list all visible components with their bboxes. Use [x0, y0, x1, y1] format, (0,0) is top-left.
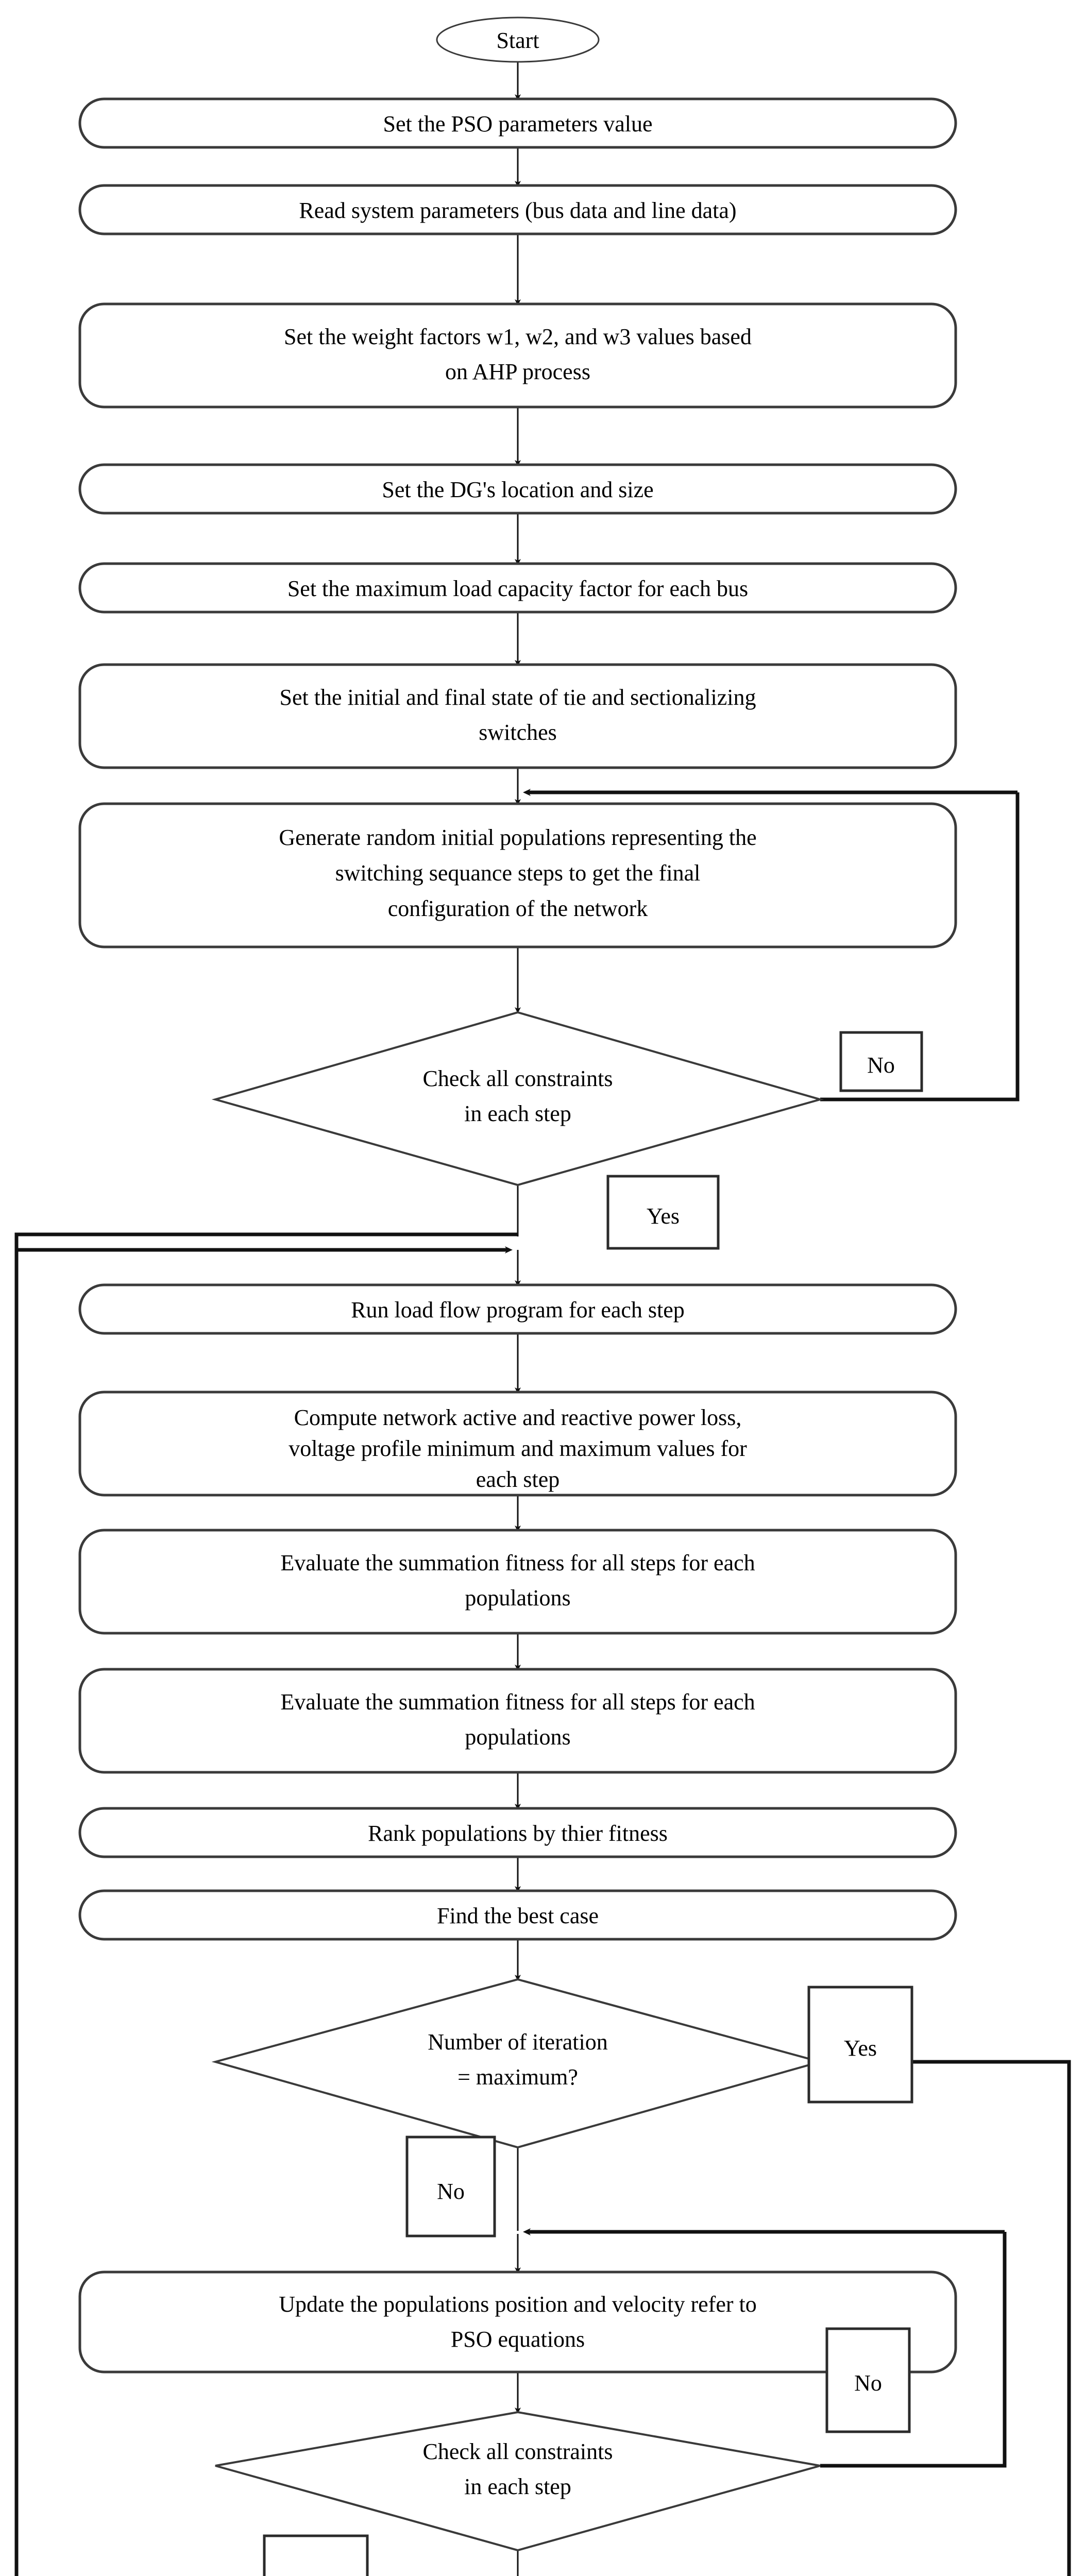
d2-yes-label: Yes: [844, 2036, 877, 2061]
n9-line-2: each step: [476, 1467, 560, 1492]
label-box: [606, 1175, 720, 1250]
decision-shape: [211, 1978, 824, 2149]
node-find-best-case[interactable]: Find the best case: [78, 1889, 957, 1941]
process-shape: [78, 1807, 957, 1858]
n7-line-0: Generate random initial populations repr…: [279, 825, 756, 850]
n11-line-1: populations: [465, 1724, 570, 1750]
process-shape: [78, 663, 957, 769]
n14-line-1: PSO equations: [451, 2327, 585, 2352]
label-box: [405, 2136, 496, 2238]
process-shape: [78, 802, 957, 948]
node-iteration-check[interactable]: Number of iteration = maximum?: [211, 1978, 824, 2149]
process-shape: [78, 1391, 957, 1497]
edge-label-d2-no: No: [405, 2136, 496, 2238]
edge-d3-no-rail: [820, 2232, 1007, 2468]
n9-line-0: Compute network active and reactive powe…: [294, 1405, 742, 1430]
edge-label-d3-yes: Yes: [263, 2534, 369, 2576]
n9-line-1: voltage profile minimum and maximum valu…: [289, 1436, 747, 1461]
n3-line-1: on AHP process: [445, 359, 590, 384]
edge-label-d1-yes: Yes: [606, 1175, 720, 1250]
n14-line-0: Update the populations position and velo…: [279, 2292, 756, 2317]
node-update-populations[interactable]: Update the populations position and velo…: [78, 2270, 957, 2374]
process-shape: [78, 1529, 957, 1635]
node-set-weight-factors[interactable]: Set the weight factors w1, w2, and w3 va…: [78, 302, 957, 409]
n2-line-0: Read system parameters (bus data and lin…: [299, 198, 736, 223]
d2-line-1: = maximum?: [457, 2064, 578, 2090]
node-read-system-parameters[interactable]: Read system parameters (bus data and lin…: [78, 184, 957, 235]
n4-line-0: Set the DG's location and size: [382, 477, 653, 502]
node-evaluate-fitness-1[interactable]: Evaluate the summation fitness for all s…: [78, 1529, 957, 1635]
d3-line-1: in each step: [464, 2474, 571, 2499]
n10-line-1: populations: [465, 1585, 570, 1611]
node-run-load-flow[interactable]: Run load flow program for each step: [78, 1283, 957, 1335]
d3-no-label: No: [854, 2370, 882, 2396]
n5-line-0: Set the maximum load capacity factor for…: [287, 576, 748, 601]
node-evaluate-fitness-2[interactable]: Evaluate the summation fitness for all s…: [78, 1668, 957, 1774]
node-set-max-load-capacity[interactable]: Set the maximum load capacity factor for…: [78, 562, 957, 614]
label-box: [839, 1031, 923, 1092]
d3-line-0: Check all constraints: [422, 2439, 613, 2464]
node-compute-network-losses[interactable]: Compute network active and reactive powe…: [78, 1391, 957, 1497]
node-rank-populations[interactable]: Rank populations by thier fitness: [78, 1807, 957, 1858]
d3-yes-label: Yes: [299, 2571, 332, 2576]
process-shape: [78, 463, 957, 515]
node-set-switch-states[interactable]: Set the initial and final state of tie a…: [78, 663, 957, 769]
n10-line-0: Evaluate the summation fitness for all s…: [280, 1550, 755, 1575]
n7-line-2: configuration of the network: [388, 896, 648, 921]
n1-line-0: Set the PSO parameters value: [383, 111, 653, 137]
node-set-pso-parameters[interactable]: Set the PSO parameters value: [78, 97, 957, 149]
process-shape: [78, 2270, 957, 2374]
label-box: [263, 2534, 369, 2576]
connectors: [14, 62, 1071, 2576]
d1-yes-label: Yes: [647, 1204, 680, 1229]
node-start[interactable]: Start: [436, 16, 600, 63]
d1-line-1: in each step: [464, 1101, 571, 1126]
decision-shape: [211, 1011, 824, 1187]
process-shape: [78, 302, 957, 409]
process-shape: [78, 562, 957, 614]
d2-line-0: Number of iteration: [428, 2029, 607, 2055]
d1-no-label: No: [867, 1053, 895, 1078]
edge-label-d2-yes: Yes: [807, 1986, 913, 2104]
edge-d1-yes-left: [14, 1232, 518, 1249]
n12-line-0: Rank populations by thier fitness: [368, 1821, 668, 1846]
start-label: Start: [496, 28, 539, 53]
n7-line-1: switching sequance steps to get the fina…: [335, 860, 701, 886]
process-shape: [78, 97, 957, 149]
process-shape: [78, 184, 957, 235]
edge-label-d3-no: No: [825, 2327, 911, 2433]
node-check-constraints-1[interactable]: Check all constraints in each step: [211, 1011, 824, 1187]
process-shape: [78, 1889, 957, 1941]
decision-shape: [215, 2411, 821, 2552]
d1-line-0: Check all constraints: [422, 1066, 613, 1091]
node-generate-initial-populations[interactable]: Generate random initial populations repr…: [78, 802, 957, 948]
node-set-dg-location-size[interactable]: Set the DG's location and size: [78, 463, 957, 515]
n3-line-0: Set the weight factors w1, w2, and w3 va…: [284, 324, 752, 349]
n6-line-0: Set the initial and final state of tie a…: [280, 685, 756, 710]
n8-line-0: Run load flow program for each step: [351, 1297, 685, 1323]
node-check-constraints-2[interactable]: Check all constraints in each step: [215, 2411, 821, 2552]
edge-label-d1-no: No: [839, 1031, 923, 1092]
edge-d3-yes-left-rail: [14, 1250, 19, 2576]
d2-no-label: No: [437, 2179, 465, 2204]
n11-line-0: Evaluate the summation fitness for all s…: [280, 1689, 755, 1715]
process-shape: [78, 1283, 957, 1335]
label-box: [807, 1986, 913, 2104]
n6-line-1: switches: [479, 720, 557, 745]
edge-d1-no-return: [820, 792, 1020, 1101]
start-terminator-shape: [436, 16, 600, 63]
n13-line-0: Find the best case: [437, 1903, 599, 1928]
process-shape: [78, 1668, 957, 1774]
label-box: [825, 2327, 911, 2433]
